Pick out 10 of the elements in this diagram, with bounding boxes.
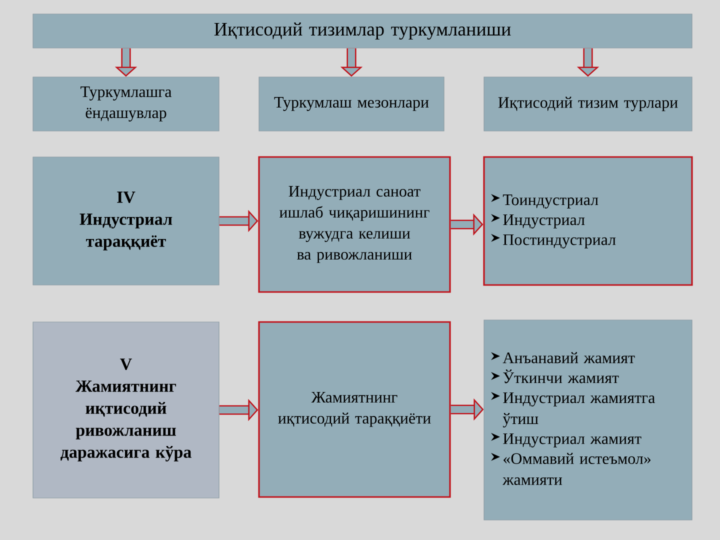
list-box: Тоиндустриал Индустриал Постиндустриал — [483, 156, 693, 286]
category-box: IV Индустриал тараққиёт — [32, 156, 220, 286]
category-box: V Жамиятнинг иқтисодий ривожланиш даражасига кўра — [32, 322, 220, 498]
header-box: Иқтисодий тизим турлари — [484, 76, 692, 132]
process-box: Индустриал саноат ишлаб чиқаришининг вужудга келиши ва ривожланиши — [258, 156, 451, 293]
title-bar: Иқтисодий тизимлар туркумланиши — [32, 14, 692, 48]
header-box: Туркумлаш мезонлари — [258, 76, 444, 132]
header-box: Туркумлашга ёндашувлар — [32, 76, 220, 132]
list-box: Анъанавий жамият Ўткинчи жамият Индустриал жамиятга ўтиш Индустриал жамият «Оммавий истеъмол» жамияти — [484, 320, 692, 520]
process-box: Жамиятнинг иқтисодий тараққиёти — [258, 321, 451, 498]
